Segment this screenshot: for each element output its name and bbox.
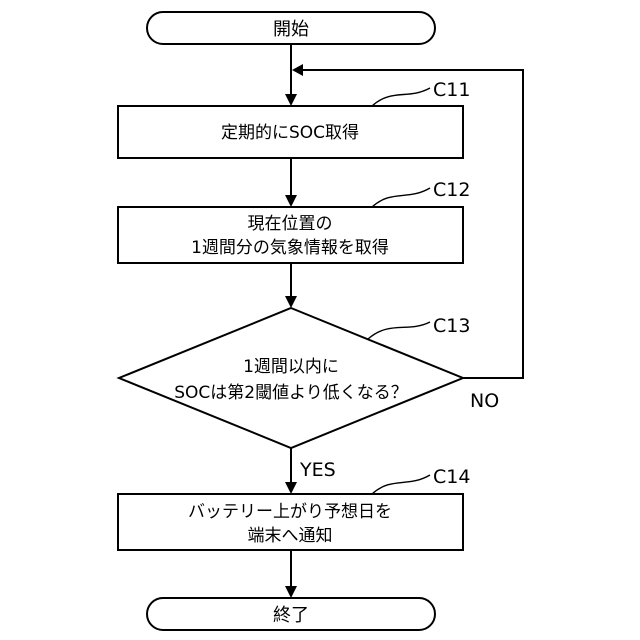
arrowhead-end — [285, 586, 297, 598]
c14-line-2: 端末へ通知 — [248, 526, 333, 546]
yes-branch-label: YES — [299, 459, 336, 481]
c13-leader-line — [368, 322, 430, 339]
c14-leader-line — [372, 475, 430, 494]
arrowhead-no-loop — [292, 64, 303, 76]
c13-line-1: 1週間以内に — [243, 357, 339, 377]
arrowhead-c14 — [285, 482, 297, 494]
arrowhead-c11 — [285, 94, 297, 106]
end-label: 終了 — [273, 605, 309, 626]
c11-ref-label: C11 — [433, 79, 470, 101]
arrowhead-c12 — [285, 195, 297, 207]
c12-line-2: 1週間分の気象情報を取得 — [191, 238, 389, 258]
c14-line-1: バッテリー上がり予想日を — [188, 502, 392, 522]
c14-ref-label: C14 — [433, 466, 470, 488]
process-box-c11: 定期的にSOC取得 — [118, 106, 463, 158]
start-terminal: 開始 — [147, 12, 435, 44]
c12-line-1: 現在位置の — [248, 214, 333, 234]
start-label: 開始 — [273, 19, 309, 40]
c11-line-1: 定期的にSOC取得 — [221, 123, 359, 143]
end-terminal: 終了 — [147, 598, 435, 630]
c11-leader-line — [372, 88, 430, 106]
c12-ref-label: C12 — [433, 179, 470, 201]
no-branch-label: NO — [470, 390, 499, 412]
process-box-c12: 現在位置の 1週間分の気象情報を取得 — [118, 207, 463, 263]
process-box-c14: バッテリー上がり予想日を 端末へ通知 — [118, 494, 463, 550]
c13-ref-label: C13 — [433, 315, 470, 337]
decision-diamond-c13: 1週間以内に SOCは第2閾値より低くなる？ — [119, 308, 463, 448]
c13-line-2: SOCは第2閾値より低くなる？ — [174, 383, 408, 403]
c12-leader-line — [372, 188, 430, 207]
arrowhead-c13 — [285, 296, 297, 308]
